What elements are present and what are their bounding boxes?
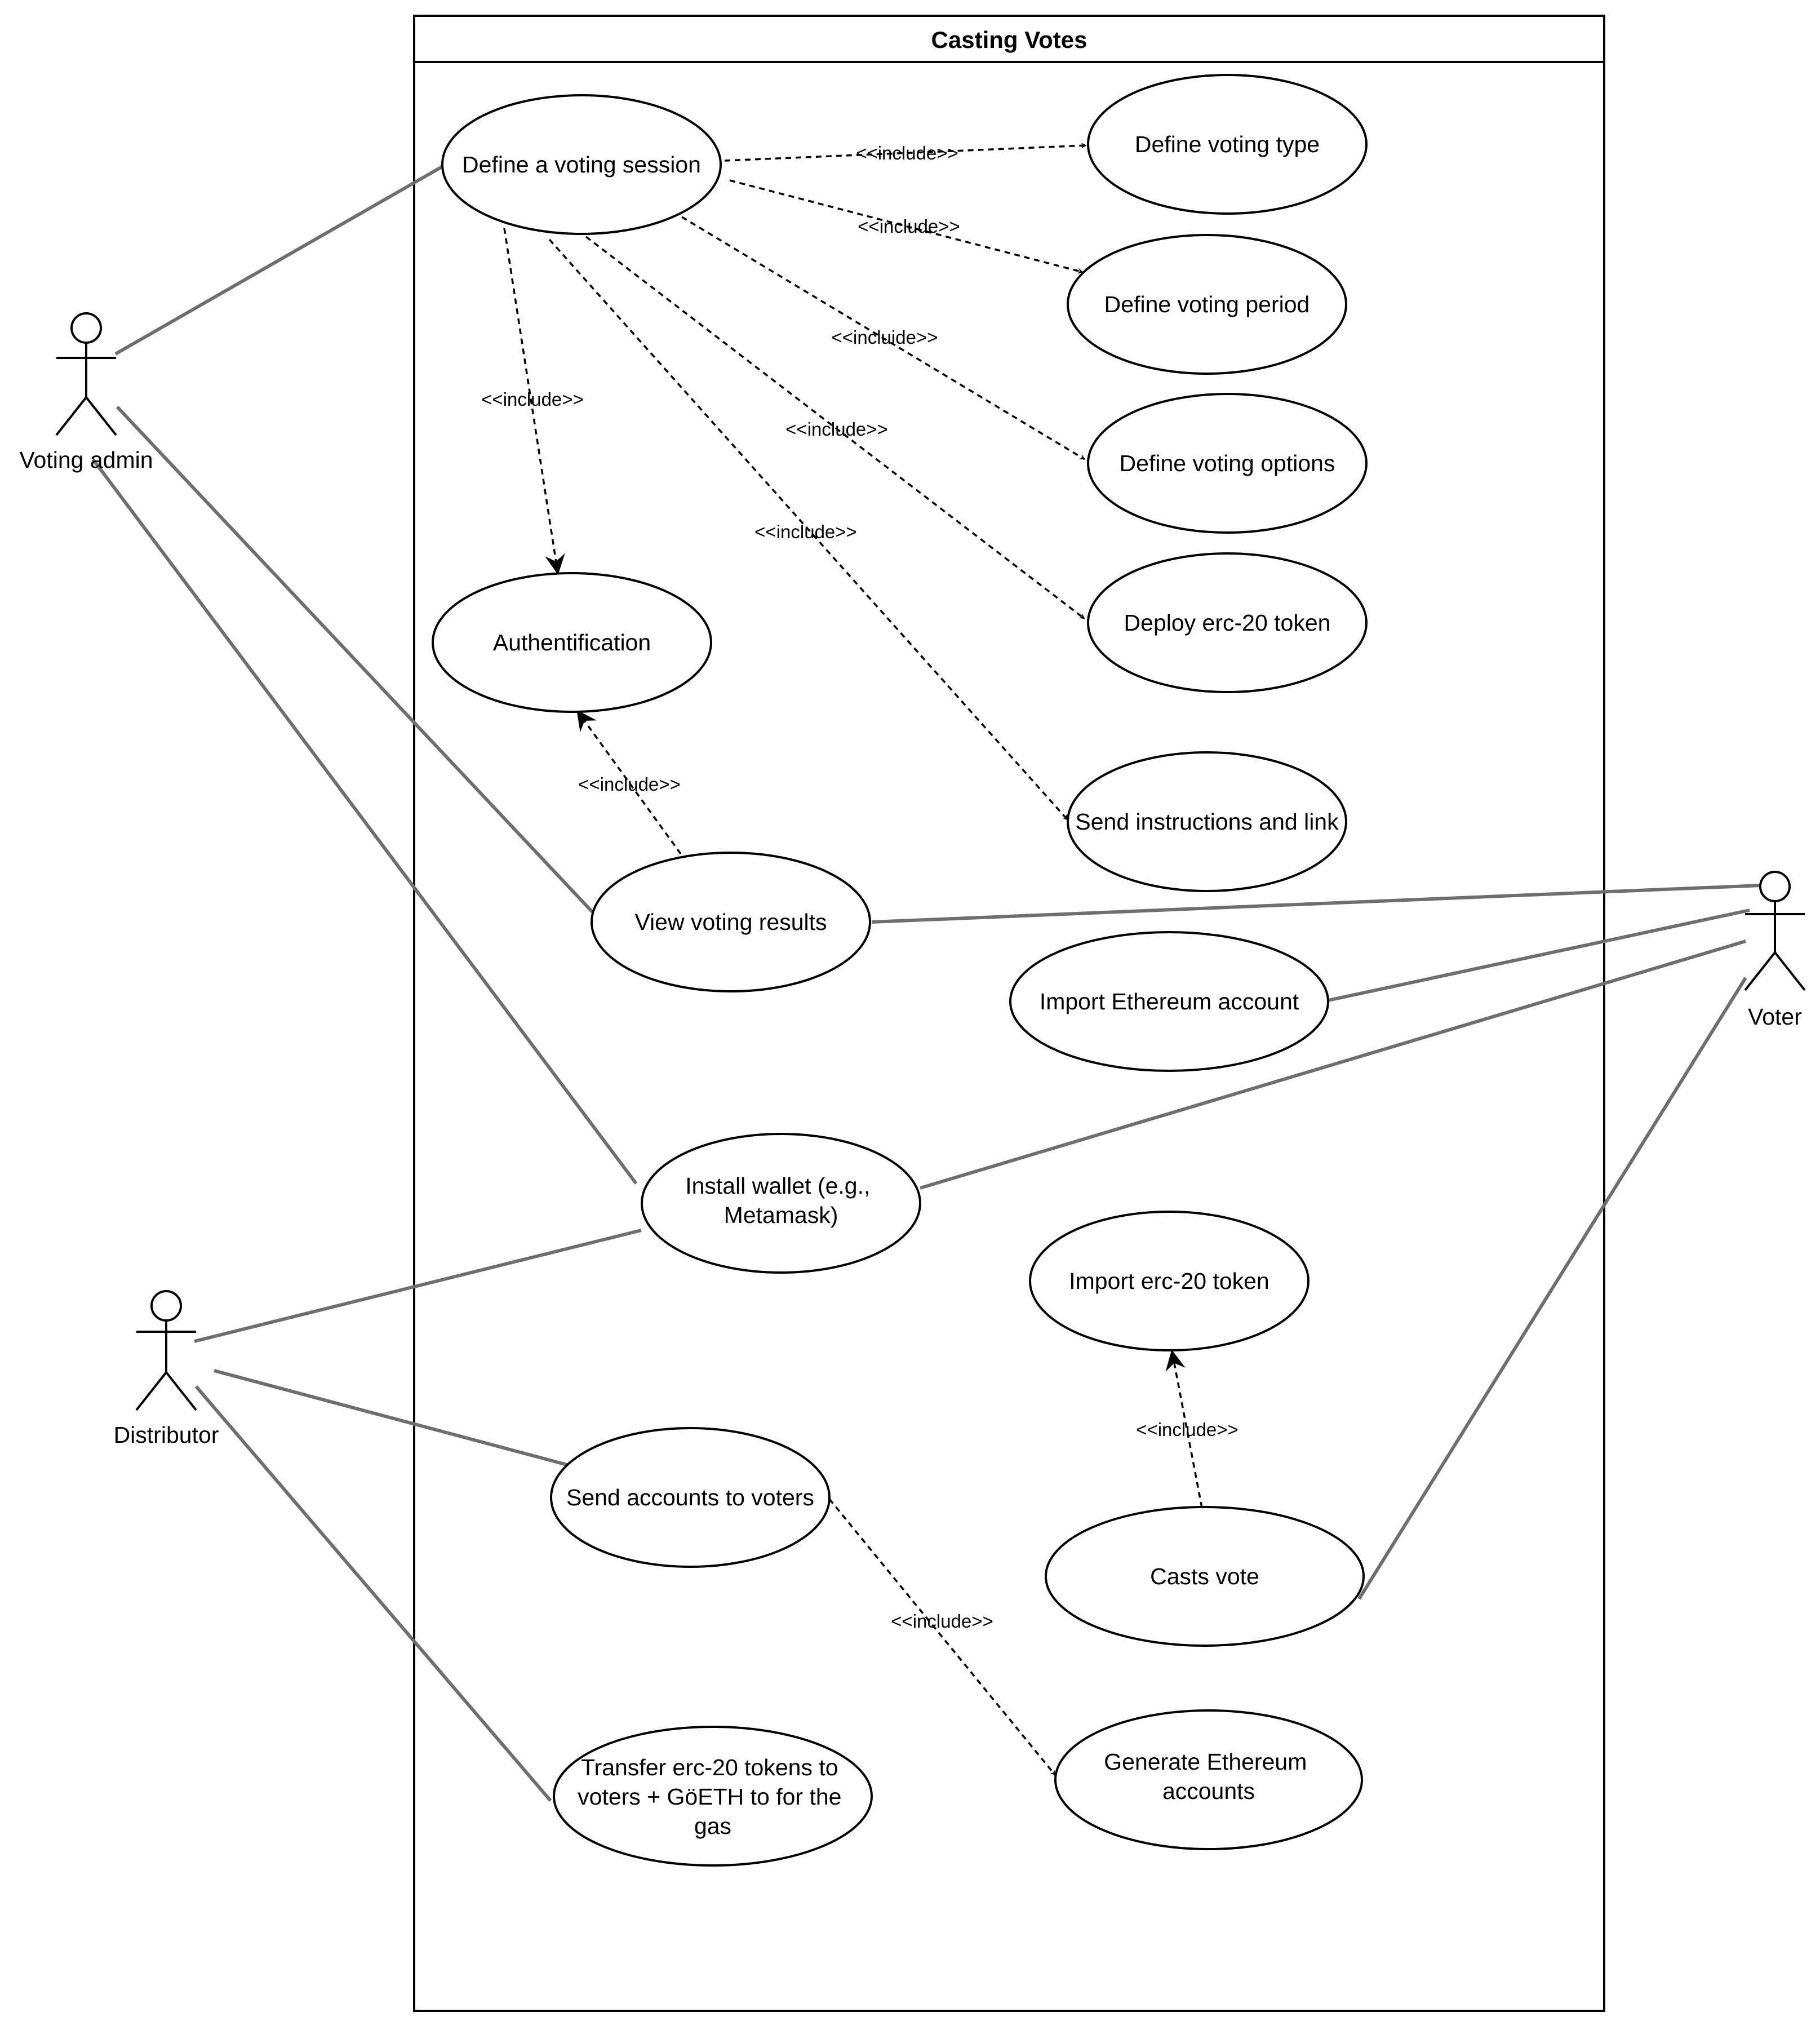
use-case-label: View voting results	[634, 909, 827, 935]
assoc-voter-import-account	[1328, 908, 1750, 1002]
use-case-label: Transfer erc-20 tokens to voters + GöETH…	[578, 1754, 848, 1839]
use-case-view-results: View voting results	[591, 852, 871, 992]
use-case-define-session: Define a voting session	[441, 94, 722, 235]
assoc-admin-define-session	[114, 165, 444, 356]
include-label-accounts-generate: <<include>>	[891, 1611, 993, 1632]
include-arrow-accounts-generate	[828, 1498, 1057, 1776]
use-case-label: Install wallet (e.g., Metamask)	[685, 1173, 877, 1228]
include-label-session-options: <<incluide>>	[832, 327, 938, 348]
stick-figure-icon	[55, 312, 117, 436]
use-case-label: Send instructions and link	[1075, 809, 1339, 835]
use-case-label: Import erc-20 token	[1069, 1268, 1269, 1294]
use-case-define-options: Define voting options	[1087, 393, 1368, 534]
assoc-admin-install-wallet	[91, 458, 638, 1185]
system-boundary: Casting Votes	[413, 15, 1605, 2012]
include-label-results-auth: <<include>>	[578, 774, 681, 795]
include-label-vote-token: <<include>>	[1136, 1419, 1239, 1440]
include-relations	[503, 143, 1203, 1776]
assoc-distributor-transfer-tokens	[194, 1385, 552, 1802]
assoc-distributor-install-wallet	[194, 1229, 642, 1343]
use-case-label: Casts vote	[1150, 1563, 1259, 1589]
assoc-voter-install-wallet	[920, 939, 1746, 1190]
include-label-session-auth: <<include>>	[481, 389, 584, 410]
actor-label: Voter	[1748, 1004, 1802, 1030]
actor-voter: Voter	[1744, 871, 1806, 1030]
use-case-deploy-token: Deploy erc-20 token	[1087, 552, 1368, 693]
use-case-label: Send accounts to voters	[566, 1484, 814, 1510]
use-case-transfer-tokens: Transfer erc-20 tokens to voters + GöETH…	[553, 1726, 873, 1867]
assoc-distributor-send-accounts	[214, 1369, 570, 1467]
use-case-generate-accounts: Generate Ethereum accounts	[1054, 1709, 1363, 1850]
system-title: Casting Votes	[931, 26, 1087, 53]
use-case-install-wallet: Install wallet (e.g., Metamask)	[641, 1133, 921, 1274]
include-label-session-type: <<include>>	[856, 143, 958, 163]
use-case-label: Generate Ethereum accounts	[1104, 1749, 1313, 1804]
actor-label: Distributor	[114, 1422, 219, 1448]
use-case-label: Import Ethereum account	[1040, 989, 1299, 1014]
use-case-label: Authentification	[493, 630, 651, 655]
include-label-session-instructions: <<include>>	[754, 521, 857, 542]
include-arrow-results-auth	[576, 710, 682, 855]
actor-voting-admin: Voting admin	[19, 312, 153, 473]
use-case-casts-vote: Casts vote	[1045, 1506, 1365, 1647]
use-case-import-account: Import Ethereum account	[1009, 931, 1329, 1072]
include-label-session-deploy: <<include>>	[785, 419, 888, 440]
associations	[91, 165, 1775, 1802]
include-arrow-vote-token	[1165, 1350, 1203, 1508]
include-arrow-session-auth	[503, 228, 565, 575]
actor-label: Voting admin	[19, 447, 153, 473]
use-case-label: Define a voting session	[462, 152, 701, 178]
stick-figure-icon	[1744, 871, 1806, 991]
use-case-label: Define voting options	[1120, 450, 1335, 476]
use-case-send-instructions: Send instructions and link	[1067, 751, 1347, 892]
include-arrow-session-deploy	[585, 236, 1086, 620]
include-labels: <<include>> <<include>> <<incluide>> <<i…	[481, 143, 1239, 1632]
use-case-send-accounts: Send accounts to voters	[550, 1427, 831, 1568]
use-case-label: Define voting period	[1104, 291, 1310, 317]
include-arrow-session-options	[681, 216, 1085, 460]
actor-distributor: Distributor	[114, 1290, 219, 1448]
use-case-authentification: Authentification	[432, 572, 712, 713]
assoc-voter-casts-vote	[1357, 977, 1747, 1600]
assoc-voter-view-results	[871, 883, 1775, 924]
use-case-label: Deploy erc-20 token	[1124, 610, 1331, 636]
use-case-import-token: Import erc-20 token	[1029, 1211, 1309, 1351]
use-case-label: Define voting type	[1135, 131, 1320, 157]
use-case-define-period: Define voting period	[1067, 234, 1347, 375]
stick-figure-icon	[135, 1290, 197, 1411]
use-case-define-type: Define voting type	[1087, 74, 1368, 215]
include-label-session-period: <<include>>	[858, 216, 960, 237]
assoc-admin-view-results	[116, 405, 595, 915]
include-arrow-session-instructions	[548, 238, 1069, 821]
